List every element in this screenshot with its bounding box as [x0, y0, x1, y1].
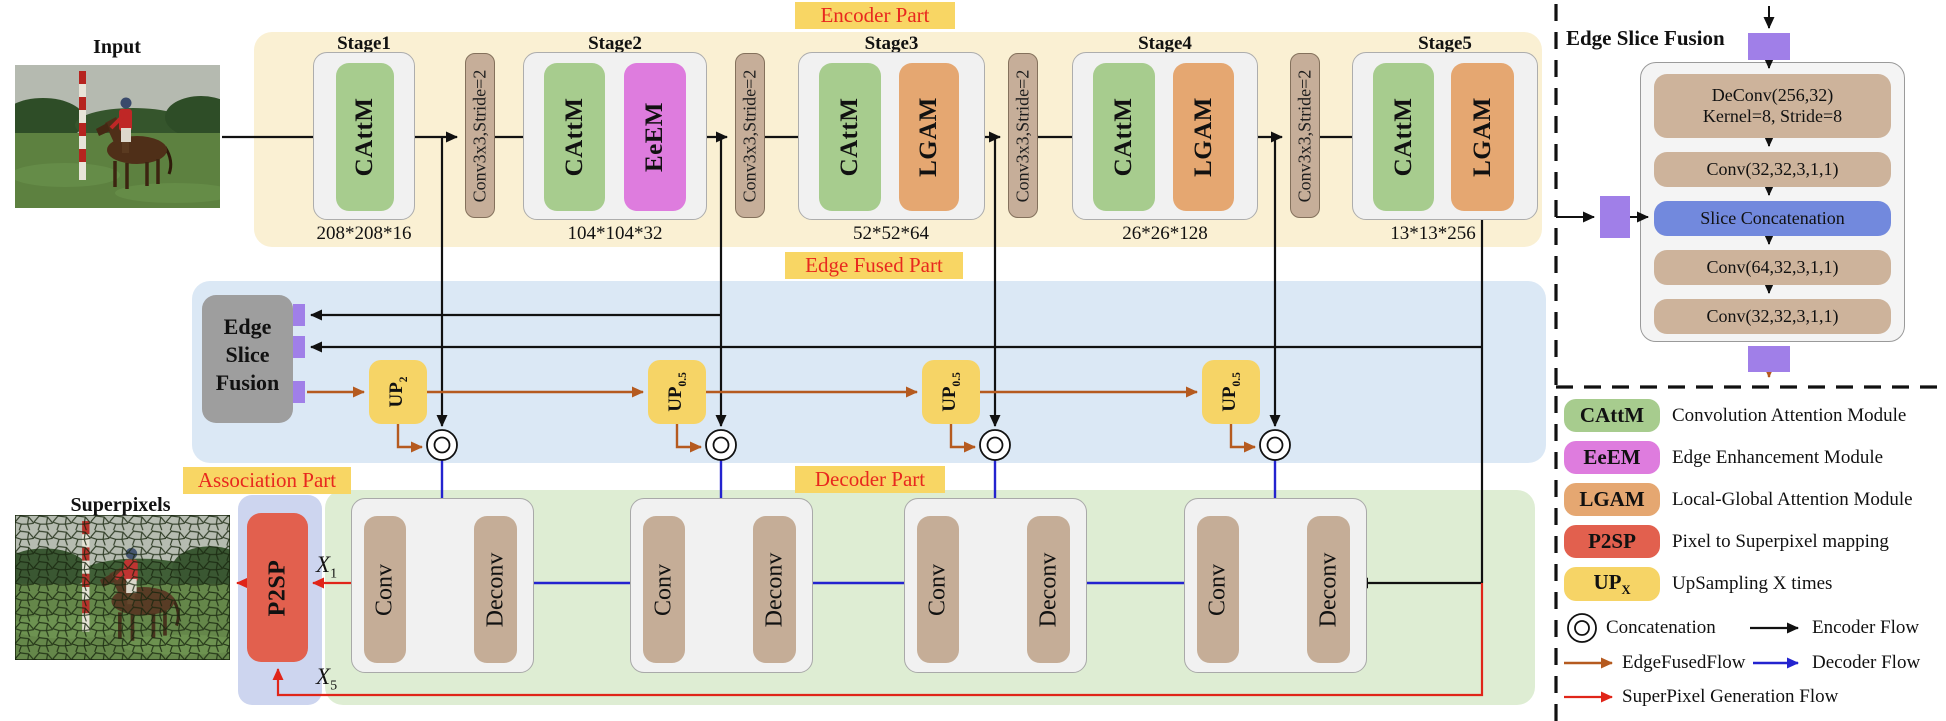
legend-concat-icon: [1567, 613, 1597, 643]
stage1-dim: 208*208*16: [316, 223, 412, 244]
legend-edgefused-flow-label: EdgeFusedFlow: [1622, 652, 1746, 673]
stage3-lgam: LGAM: [899, 63, 959, 211]
stage2-dim: 104*104*32: [567, 223, 663, 244]
downsample-3: Conv3x3,Stride=2: [1008, 53, 1038, 218]
stage4-lgam: LGAM: [1173, 63, 1234, 211]
up05-box-3: UP0.5: [1202, 360, 1260, 424]
legend-encoder-flow-label: Encoder Flow: [1812, 617, 1920, 638]
stage3-dim: 52*52*64: [853, 223, 929, 244]
esf-panel-title: Edge Slice Fusion: [1566, 26, 1725, 50]
legend-eeem-desc: Edge Enhancement Module: [1672, 446, 1884, 468]
up05-box-1: UP0.5: [648, 360, 706, 424]
x5-label: X5: [316, 664, 338, 694]
stage2-label: Stage2: [588, 33, 642, 54]
esf-row-conv3: Conv(32,32,3,1,1): [1654, 299, 1891, 334]
stage1-cattm: CAttM: [336, 63, 394, 211]
stage5-cattm: CAttM: [1373, 63, 1434, 211]
downsample-2: Conv3x3,Stride=2: [735, 53, 765, 218]
stage5-label: Stage5: [1418, 33, 1472, 54]
superpixels-image: [15, 515, 230, 660]
decoder4-deconv: Deconv: [1307, 516, 1350, 663]
decoder-block-1: Conv Deconv: [351, 498, 534, 673]
legend-up-desc: UpSampling X times: [1672, 573, 1833, 594]
x1-label: X1: [316, 552, 338, 582]
stage3-cattm: CAttM: [819, 63, 881, 211]
stage4-box: CAttM LGAM: [1072, 52, 1258, 220]
legend-superpixel-flow-label: SuperPixel Generation Flow: [1622, 686, 1839, 707]
legend-p2sp-badge: P2SP: [1564, 525, 1660, 558]
stage5-lgam: LGAM: [1451, 63, 1514, 211]
stage2-box: CAttM EeEM: [523, 52, 707, 220]
decoder3-conv: Conv: [917, 516, 959, 663]
stage2-cattm: CAttM: [544, 63, 605, 211]
p2sp-box: P2SP: [247, 513, 308, 662]
edge-fused-part-badge: Edge Fused Part: [785, 252, 963, 279]
legend-up-badge: UPX: [1564, 567, 1660, 601]
up05-box-2: UP0.5: [922, 360, 980, 424]
legend-cattm-desc: Convolution Attention Module: [1672, 404, 1907, 426]
decoder2-deconv: Deconv: [753, 516, 796, 663]
stage3-label: Stage3: [864, 33, 919, 54]
up2-box: UP2: [369, 360, 427, 424]
decoder-block-2: Conv Deconv: [630, 498, 813, 673]
stage5-dim: 13*13*256: [1390, 223, 1476, 244]
decoder2-conv: Conv: [643, 516, 685, 663]
edge-slice-fusion-box: Edge Slice Fusion: [202, 295, 293, 423]
downsample-4: Conv3x3,Stride=2: [1290, 53, 1320, 218]
legend-p2sp-desc: Pixel to Superpixel mapping: [1672, 530, 1889, 552]
legend-eeem-badge: EeEM: [1564, 441, 1660, 474]
downsample-1: Conv3x3,Stride=2: [465, 53, 495, 218]
stage2-eeem: EeEM: [624, 63, 686, 211]
legend-lgam-badge: LGAM: [1564, 483, 1660, 516]
superpixels-label: Superpixels: [70, 494, 171, 516]
decoder-block-4: Conv Deconv: [1184, 498, 1367, 673]
stage5-box: CAttM LGAM: [1352, 52, 1538, 220]
decoder1-deconv: Deconv: [474, 516, 517, 663]
stage1-box: CAttM: [313, 52, 415, 220]
decoder-block-3: Conv Deconv: [904, 498, 1087, 673]
legend-lgam-desc: Local-Global Attention Module: [1672, 488, 1913, 510]
stage4-cattm: CAttM: [1093, 63, 1155, 211]
decoder4-conv: Conv: [1197, 516, 1239, 663]
encoder-part-badge: Encoder Part: [795, 2, 955, 29]
decoder-part-badge: Decoder Part: [795, 466, 945, 493]
legend-concat-label: Concatenation: [1606, 617, 1716, 638]
input-image: [15, 65, 220, 208]
stage3-box: CAttM LGAM: [798, 52, 985, 220]
decoder1-conv: Conv: [364, 516, 406, 663]
esf-row-slice-concat: Slice Concatenation: [1654, 201, 1891, 236]
esf-row-conv1: Conv(32,32,3,1,1): [1654, 152, 1891, 187]
legend-decoder-flow-label: Decoder Flow: [1812, 652, 1921, 673]
decoder3-deconv: Deconv: [1027, 516, 1070, 663]
legend-cattm-badge: CAttM: [1564, 399, 1660, 432]
stage4-label: Stage4: [1138, 33, 1192, 54]
association-part-badge: Association Part: [183, 467, 351, 494]
esf-row-deconv: DeConv(256,32)Kernel=8, Stride=8: [1654, 74, 1891, 138]
stage4-dim: 26*26*128: [1122, 223, 1208, 244]
esf-row-conv2: Conv(64,32,3,1,1): [1654, 250, 1891, 285]
stage1-label: Stage1: [337, 33, 391, 54]
input-label: Input: [93, 36, 141, 58]
